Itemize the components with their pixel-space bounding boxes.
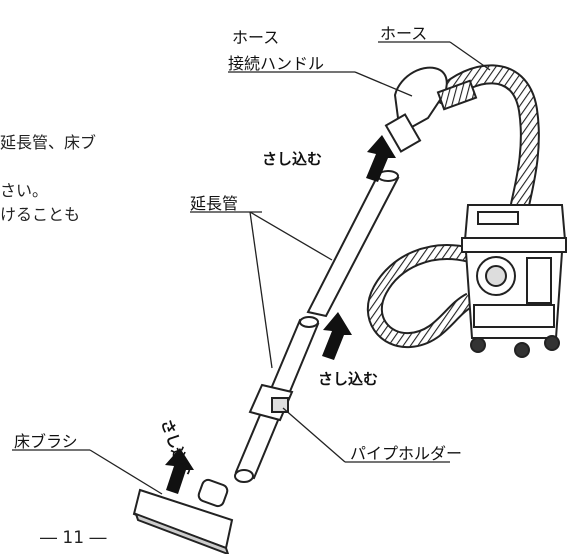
floor-brush-label: 床ブラシ [14, 432, 78, 451]
vacuum-body [461, 204, 567, 358]
page-number: ― 11 ― [40, 528, 107, 548]
body-text-line-2: さい。 [0, 181, 49, 200]
hose [366, 64, 540, 349]
hose-handle-label-line-1: ホース [232, 28, 280, 47]
floor-brush [132, 469, 254, 554]
hose-label: ホース [380, 24, 428, 43]
leader-lines [12, 41, 491, 495]
insert-arrow-top [366, 135, 396, 182]
extension-pipe-label: 延長管 [190, 194, 239, 213]
extension-pipe-upper [306, 170, 400, 318]
insert-arrow-middle [322, 312, 352, 360]
body-text-line-3: けることも [0, 205, 81, 224]
insert-label-top: さし込む [262, 150, 323, 168]
insert-arrow-bottom [165, 448, 194, 494]
insert-label-middle: さし込む [318, 370, 379, 388]
hose-connection-handle [384, 66, 478, 153]
pipe-holder-label: パイプホルダー [350, 444, 463, 463]
hose-handle-label-line-2: 接続ハンドル [228, 54, 325, 73]
extension-pipe-lower [234, 316, 320, 480]
body-text-line-1: 延長管、床ブ [0, 133, 97, 152]
